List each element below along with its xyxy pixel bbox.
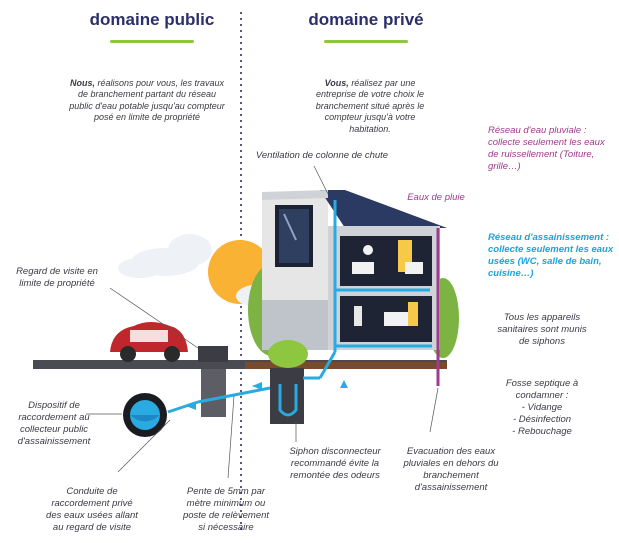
- label-reseau-pluvial: Réseau d'eau pluviale : collecte seuleme…: [488, 125, 605, 172]
- intro-private-text: réalisez par une entreprise de votre cho…: [315, 77, 425, 134]
- label-appareils-sanitaires: Tous les appareils sanitaires sont munis…: [497, 312, 587, 347]
- label-ventilation: Ventilation de colonne de chute: [255, 150, 389, 161]
- intro-public-lead: Nous,: [69, 77, 95, 88]
- label-pente: Pente de 5mm par mètre minimum ou poste …: [182, 486, 270, 533]
- label-regard-de-visite: Regard de visite en limite de propriété: [16, 266, 98, 289]
- label-eaux-de-pluie: Eaux de pluie: [407, 192, 465, 203]
- soil-strip: [245, 362, 447, 369]
- heading-public-underline: [110, 40, 194, 43]
- intro-private: Vous, réalisez par une entreprise de vot…: [310, 66, 430, 135]
- assainissement-network: [318, 200, 432, 379]
- intro-public: Nous, réalisons pour vous, les travaux d…: [68, 66, 226, 124]
- regard-manhole: [198, 346, 228, 417]
- car: [110, 322, 188, 362]
- heading-domaine-public: domaine public: [89, 10, 215, 29]
- intro-public-text: réalisons pour vous, les travaux de bran…: [69, 77, 225, 123]
- label-fosse-septique: Fosse septique à condamner : - Vidange -…: [505, 378, 579, 437]
- label-dispositif-raccordement: Dispositif de raccordement au collecteur…: [17, 400, 91, 447]
- heading-prive-underline: [324, 40, 408, 43]
- label-evacuation-pluviales: Evacuation des eaux pluviales en dehors …: [403, 446, 499, 493]
- ground: [33, 360, 447, 369]
- leader-lines: [86, 165, 439, 479]
- heading-domaine-prive: domaine privé: [308, 10, 424, 29]
- cloud-left: [118, 234, 212, 278]
- intro-private-lead: Vous,: [324, 77, 349, 88]
- flow-arrows: [186, 380, 348, 410]
- label-reseau-assainissement: Réseau d'assainissement : collecte seule…: [488, 232, 614, 279]
- public-collector: [123, 393, 167, 437]
- house: [262, 190, 447, 350]
- label-siphon-disconnecteur: Siphon disconnecteur recommandé évite la…: [289, 446, 381, 481]
- siphon-chamber: [268, 340, 308, 424]
- label-conduite-raccordement: Conduite de raccordement privé des eaux …: [46, 486, 138, 533]
